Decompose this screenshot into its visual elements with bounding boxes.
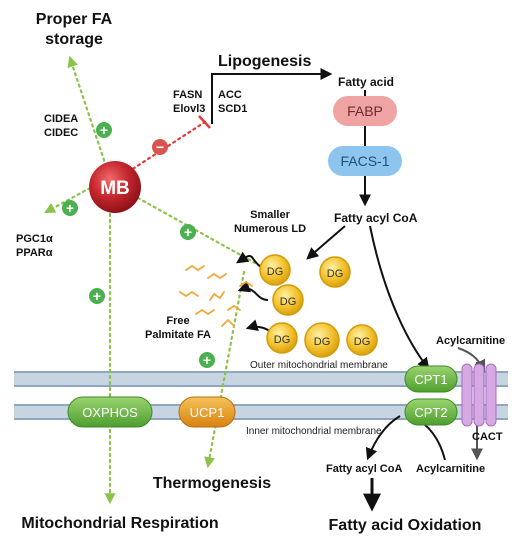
lipid-droplet: DG — [346, 324, 378, 356]
plus-icon: + — [96, 122, 112, 138]
smaller-ld-label-2: Numerous LD — [234, 223, 306, 235]
free-fatty-acid-icons — [179, 264, 253, 327]
fa-oxidation-label: Fatty acid Oxidation — [329, 517, 482, 534]
mb-to-pgc1a-path — [44, 186, 92, 214]
acylcarnitine-top-label: Acylcarnitine — [436, 335, 505, 347]
acyl-coa-to-cpt1-arrow — [369, 225, 430, 370]
ucp1-protein: UCP1 — [178, 396, 236, 428]
svg-text:+: + — [203, 352, 211, 368]
cact-label: CACT — [472, 431, 503, 443]
fabp-label: FABP — [347, 103, 383, 119]
cpt1-protein: CPT1 — [404, 365, 458, 393]
plus-icon: + — [199, 352, 215, 368]
free-fa-label-1: Free — [166, 315, 189, 327]
fabp-protein: FABP — [333, 96, 397, 126]
cpt1-label: CPT1 — [414, 372, 447, 387]
fatty-acyl-coa-bottom-label: Fatty acyl CoA — [326, 463, 402, 475]
cpt2-label: CPT2 — [414, 405, 447, 420]
svg-text:DG: DG — [327, 268, 344, 280]
droplet-release-arrow-2 — [237, 281, 269, 301]
facs1-label: FACS-1 — [340, 153, 389, 169]
proper-fa-storage-label-2: storage — [45, 31, 103, 48]
plus-icon: + — [62, 200, 78, 216]
svg-text:+: + — [100, 122, 108, 138]
lipid-droplet: DG — [266, 322, 298, 354]
svg-text:DG: DG — [354, 336, 371, 348]
cidea-label: CIDEA — [44, 113, 78, 125]
free-fa-to-ucp1-path — [204, 270, 246, 469]
outer-membrane-label: Outer mitochondrial membrane — [250, 360, 388, 371]
lipid-droplet: DG — [304, 322, 340, 358]
acyl-coa-to-droplets-arrow — [306, 225, 346, 260]
oxphos-label: OXPHOS — [82, 405, 138, 420]
oxphos-protein: OXPHOS — [67, 396, 153, 428]
inhibition-bar — [198, 115, 211, 129]
cidec-label: CIDEC — [44, 127, 78, 139]
plus-icon: + — [89, 288, 105, 304]
mb-label: MB — [100, 178, 130, 199]
lipid-droplet: DG — [272, 284, 304, 316]
free-fa-label-2: Palmitate FA — [145, 329, 211, 341]
transporter-icon — [461, 363, 497, 427]
svg-text:DG: DG — [314, 336, 331, 348]
minus-icon: − — [152, 139, 168, 155]
proper-fa-storage-label-1: Proper FA — [36, 11, 113, 28]
thermogenesis-label: Thermogenesis — [153, 475, 271, 492]
ucp1-label: UCP1 — [190, 405, 225, 420]
lipid-droplet: DG — [319, 256, 351, 288]
fatty-acyl-coa-top-label: Fatty acyl CoA — [334, 211, 418, 225]
svg-text:−: − — [156, 139, 164, 155]
mito-respiration-label: Mitochondrial Respiration — [21, 515, 218, 532]
cpt2-to-acyl-coa-arrow — [365, 415, 401, 461]
pgc1a-label: PGC1α — [16, 233, 53, 245]
plus-icon: + — [180, 224, 196, 240]
scd1-label: SCD1 — [218, 103, 247, 115]
mb-to-storage-path — [67, 55, 110, 174]
svg-text:+: + — [66, 200, 74, 216]
svg-text:DG: DG — [274, 334, 291, 346]
smaller-ld-label-1: Smaller — [250, 209, 290, 221]
acc-label: ACC — [218, 89, 242, 101]
mb-node: MB — [89, 161, 141, 213]
ppara-label: PPARα — [16, 247, 53, 259]
lipogenesis-label: Lipogenesis — [218, 53, 311, 70]
svg-text:+: + — [184, 224, 192, 240]
cpt2-protein: CPT2 — [404, 398, 458, 426]
lipogenesis-arrow — [211, 68, 333, 124]
svg-text:+: + — [93, 288, 101, 304]
svg-text:DG: DG — [280, 296, 297, 308]
droplet-release-arrow-1 — [236, 251, 263, 269]
inner-membrane-label: Inner mitochondrial membrane — [246, 426, 382, 437]
fasn-label: FASN — [173, 89, 202, 101]
facs1-protein: FACS-1 — [328, 146, 402, 176]
fatty-acid-label: Fatty acid — [338, 75, 394, 89]
svg-text:DG: DG — [267, 266, 284, 278]
lipid-droplet: DG — [259, 254, 291, 286]
elovl3-label: Elovl3 — [173, 103, 205, 115]
acylcarnitine-bottom-label: Acylcarnitine — [416, 463, 485, 475]
